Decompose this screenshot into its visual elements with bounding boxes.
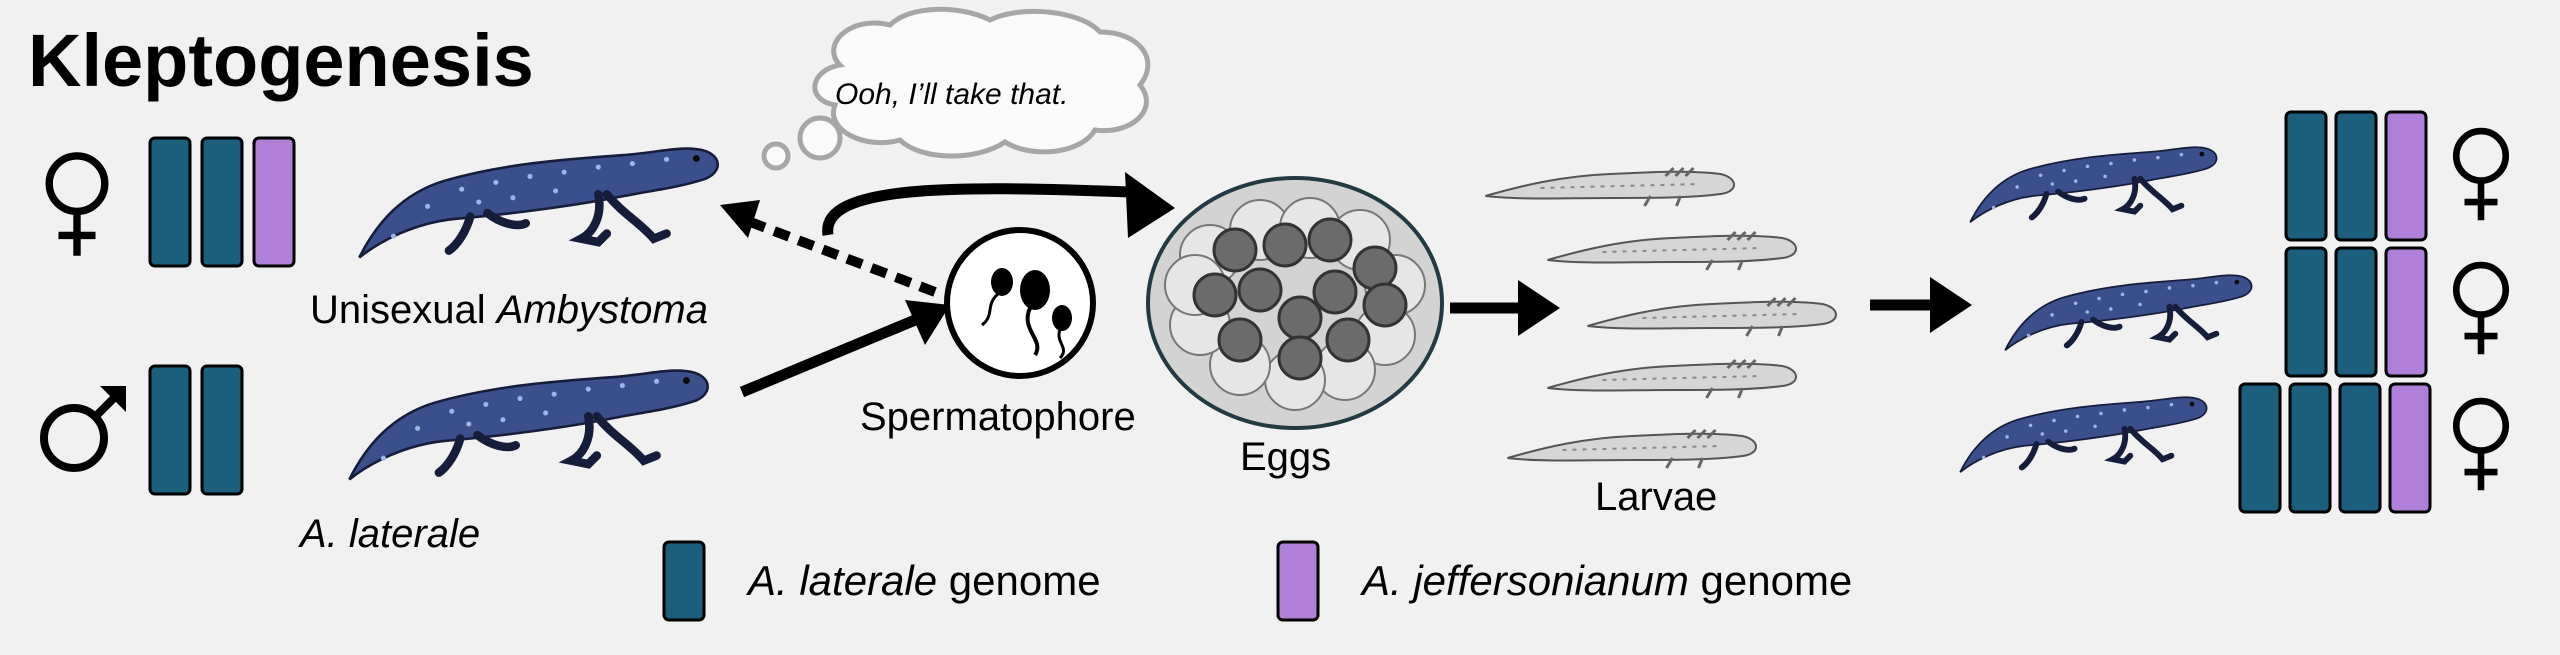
genome-bar-jeffersonianum bbox=[2384, 110, 2428, 242]
female-symbol-icon bbox=[2456, 401, 2506, 490]
unisexual-salamander bbox=[359, 149, 717, 258]
legend-swatch-jeffersonianum bbox=[1276, 540, 1320, 622]
genome-bar-laterale bbox=[2284, 246, 2328, 378]
unisexual-prefix: Unisexual bbox=[310, 288, 497, 332]
male-salamander bbox=[349, 371, 707, 480]
female-symbol-icon bbox=[49, 156, 105, 256]
spermatophore-label: Spermatophore bbox=[860, 395, 1136, 439]
male-symbol-icon bbox=[44, 386, 126, 468]
legend-jeffersonianum: A. jeffersonianum genome bbox=[1362, 557, 1852, 605]
genome-bar-jeffersonianum bbox=[2388, 382, 2432, 514]
genome-bar-laterale bbox=[148, 364, 192, 496]
unisexual-label: Unisexual Ambystoma bbox=[310, 288, 708, 333]
genome-bar-jeffersonianum bbox=[2384, 246, 2428, 378]
offspring-salamander bbox=[1960, 397, 2206, 472]
dashed-arrow bbox=[743, 215, 937, 297]
legend-laterale-species: A. laterale bbox=[748, 557, 938, 604]
male-species-label: A. laterale bbox=[300, 512, 481, 556]
genome-bar-laterale bbox=[2238, 382, 2282, 514]
legend-laterale-suffix: genome bbox=[937, 557, 1101, 604]
eggs-label: Eggs bbox=[1240, 435, 1332, 479]
male-arrow-head bbox=[905, 300, 950, 345]
thought-dot bbox=[761, 141, 791, 171]
larva bbox=[1545, 230, 1798, 272]
curved-arrow bbox=[822, 183, 1131, 236]
dashed-arrow-head bbox=[720, 200, 760, 238]
female-symbol-icon bbox=[2456, 265, 2506, 354]
genome-bar-laterale bbox=[200, 136, 244, 268]
larvae-label: Larvae bbox=[1595, 475, 1718, 519]
male-arrow bbox=[739, 312, 923, 398]
legend-swatch-laterale bbox=[662, 540, 706, 622]
larva bbox=[1505, 428, 1758, 470]
larva bbox=[1545, 358, 1798, 400]
legend-jeffersonianum-suffix: genome bbox=[1688, 557, 1853, 604]
larva bbox=[1585, 296, 1838, 338]
thought-dot bbox=[797, 115, 843, 161]
legend-laterale: A. laterale genome bbox=[748, 557, 1101, 605]
eggs-arrow-head bbox=[1518, 280, 1560, 336]
sperm-icon bbox=[980, 268, 1072, 360]
thought-bubble bbox=[812, 6, 1151, 159]
genome-bar-laterale bbox=[2288, 382, 2332, 514]
unisexual-genus: Ambystoma bbox=[496, 288, 708, 332]
curved-arrow-head bbox=[1125, 172, 1175, 238]
egg-mass bbox=[1146, 176, 1444, 430]
genome-bar-laterale bbox=[2334, 246, 2378, 378]
spermatophore-circle bbox=[944, 227, 1096, 379]
genome-bar-laterale bbox=[2334, 110, 2378, 242]
larvae-arrow-head bbox=[1930, 277, 1972, 333]
larva bbox=[1483, 166, 1736, 208]
legend-jeffersonianum-species: A. jeffersonianum bbox=[1362, 557, 1689, 604]
genome-bar-laterale bbox=[2284, 110, 2328, 242]
female-symbol-icon bbox=[2456, 131, 2506, 220]
page-title: Kleptogenesis bbox=[28, 19, 534, 102]
offspring-salamander bbox=[2005, 275, 2251, 350]
genome-bar-jeffersonianum bbox=[252, 136, 296, 268]
offspring-salamander bbox=[1970, 147, 2216, 222]
thought-bubble-text: Ooh, I’ll take that. bbox=[835, 78, 1069, 111]
genome-bar-laterale bbox=[2338, 382, 2382, 514]
genome-bar-laterale bbox=[200, 364, 244, 496]
genome-bar-laterale bbox=[148, 136, 192, 268]
